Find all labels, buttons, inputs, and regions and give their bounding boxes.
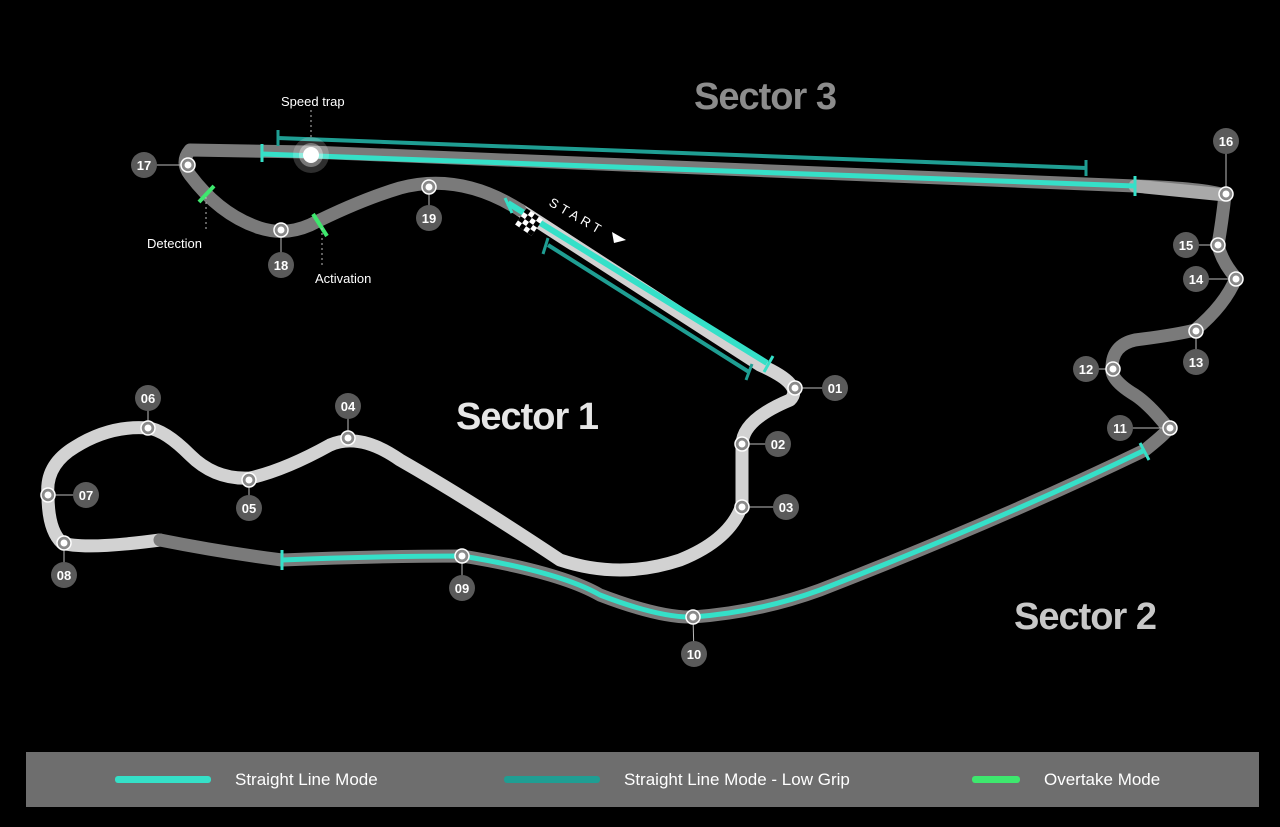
start-arrow-icon (612, 232, 626, 243)
turn-number: 12 (1079, 362, 1093, 377)
turn-number: 06 (141, 391, 155, 406)
turn-number: 08 (57, 568, 71, 583)
turn-marker-02: 02 (734, 431, 791, 457)
turn-badge (73, 482, 99, 508)
turn-badge (449, 575, 475, 601)
turn-markers: 01 02 03 04 05 06 07 08 09 10 11 12 13 14 15 16 17 18 19 (40, 128, 1244, 667)
turn-marker-03: 03 (734, 494, 799, 520)
turn-marker-16: 16 (1213, 128, 1239, 202)
turn-number: 19 (422, 211, 436, 226)
detection-label: Detection (147, 236, 202, 251)
turn-badge (1073, 356, 1099, 382)
turn-number: 09 (455, 581, 469, 596)
slm-main-straight (261, 151, 1136, 189)
turn-marker-18: 18 (268, 222, 294, 278)
turn-badge (1213, 128, 1239, 154)
sector-1-label: Sector 1 (456, 396, 599, 438)
legend-label: Straight Line Mode - Low Grip (624, 769, 850, 789)
straight-line-mode (260, 130, 1151, 620)
turn-marker-05: 05 (236, 472, 262, 521)
legend-label: Straight Line Mode (235, 769, 378, 789)
leader-lines (205, 110, 323, 268)
legend-item-overtake-mode: Overtake Mode (972, 752, 1160, 807)
turn-number: 02 (771, 437, 785, 452)
legend-swatch-overtake-mode (972, 776, 1020, 783)
slm-lowgrip-main-straight (277, 136, 1087, 170)
activation-label: Activation (315, 271, 372, 286)
legend-label: Overtake Mode (1044, 769, 1161, 789)
turn-marker-07: 07 (40, 482, 99, 508)
detection-marker (197, 184, 216, 204)
turn-number: 13 (1189, 355, 1203, 370)
turn-marker-09: 09 (449, 548, 475, 601)
turn-number: 16 (1219, 134, 1233, 149)
speed-trap-label: Speed trap (281, 94, 345, 109)
turn-marker-01: 01 (787, 375, 848, 401)
turn-number: 07 (79, 488, 93, 503)
turn-badge (822, 375, 848, 401)
turn-badge (773, 494, 799, 520)
sector-2-label: Sector 2 (1014, 596, 1157, 638)
legend-swatch-straight-line-mode (115, 776, 211, 783)
overtake-markers (197, 184, 329, 238)
turn-badge (1183, 349, 1209, 375)
turn-marker-04: 04 (335, 393, 361, 446)
turn-marker-06: 06 (135, 385, 161, 436)
slm-start-straight (506, 200, 769, 366)
turn-number: 01 (828, 381, 842, 396)
turn-number: 04 (341, 399, 356, 414)
turn-marker-13: 13 (1183, 323, 1209, 375)
turn-marker-15: 15 (1173, 232, 1226, 258)
turn-number: 17 (137, 158, 151, 173)
turn-badge (1173, 232, 1199, 258)
turn-number: 18 (274, 258, 288, 273)
track-sector3-lighter (1128, 179, 1232, 202)
legend-item-low-grip: Straight Line Mode - Low Grip (504, 752, 850, 807)
activation-marker (311, 212, 329, 238)
turn-marker-10: 10 (681, 609, 707, 667)
turn-badge (1107, 415, 1133, 441)
legend: Straight Line Mode Straight Line Mode - … (26, 752, 1259, 807)
turn-number: 14 (1189, 272, 1204, 287)
turn-marker-08: 08 (51, 535, 77, 588)
turn-badge (131, 152, 157, 178)
legend-item-straight-line-mode: Straight Line Mode (115, 752, 378, 807)
turn-number: 10 (687, 647, 701, 662)
turn-number: 11 (1113, 421, 1127, 436)
legend-swatch-low-grip (504, 776, 600, 783)
slm-back-straight (281, 447, 1147, 620)
track (41, 143, 1243, 624)
turn-marker-19: 19 (416, 179, 442, 231)
turn-marker-14: 14 (1183, 266, 1244, 292)
turn-number: 15 (1179, 238, 1193, 253)
turn-badge (765, 431, 791, 457)
turn-badge (135, 385, 161, 411)
turn-marker-17: 17 (131, 152, 196, 178)
track-sector2-start (153, 533, 289, 567)
turn-badge (51, 562, 77, 588)
checkered-flag-icon (515, 208, 543, 236)
turn-number: 05 (242, 501, 256, 516)
speed-trap-marker (293, 137, 329, 173)
turn-badge (335, 393, 361, 419)
turn-marker-12: 12 (1073, 356, 1121, 382)
turn-badge (236, 495, 262, 521)
turn-number: 03 (779, 500, 793, 515)
turn-badge (416, 205, 442, 231)
turn-marker-11: 11 (1107, 415, 1178, 441)
turn-badge (1183, 266, 1209, 292)
turn-badge (268, 252, 294, 278)
slm-lowgrip-start-straight (546, 243, 751, 374)
track-sector1 (41, 203, 801, 577)
sector-3-label: Sector 3 (694, 76, 837, 118)
turn-badge (681, 641, 707, 667)
